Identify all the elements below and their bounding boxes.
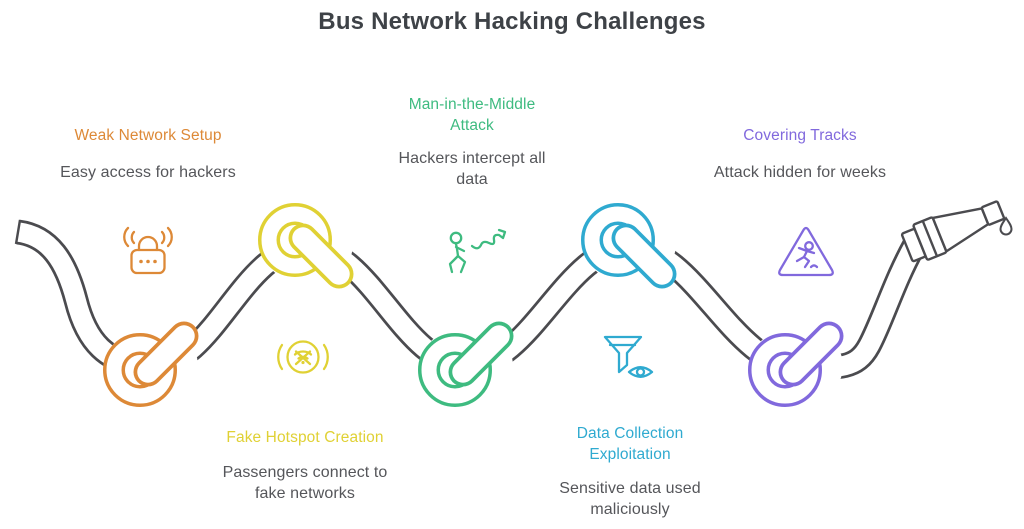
page-title: Bus Network Hacking Challenges: [318, 8, 706, 35]
wifi-lock-icon: [123, 226, 173, 275]
step-label-man-in-the-middle-attack: Man-in-the-Middle Attack: [408, 96, 536, 134]
fake-hotspot-icon: [277, 340, 329, 374]
step-desc-weak-network-setup: Easy access for hackers: [60, 164, 236, 181]
slip-warning-icon: [778, 226, 834, 277]
knot-data-collection: [581, 203, 677, 289]
knot-covering-tracks: [748, 321, 844, 407]
step-desc-fake-hotspot-creation: Passengers connect to fake networks: [222, 464, 388, 502]
knot-man-in-the-middle: [418, 321, 514, 407]
step-desc-data-collection-exploitation: Sensitive data used maliciously: [559, 480, 701, 518]
hose-open-end: [14, 219, 22, 245]
hose-nozzle-icon: [900, 200, 1006, 263]
data-funnel-eye-icon: [603, 335, 654, 378]
step-label-weak-network-setup: Weak Network Setup: [74, 127, 222, 144]
intercept-walker-icon: [448, 228, 507, 274]
step-label-covering-tracks: Covering Tracks: [743, 127, 857, 144]
step-desc-man-in-the-middle-attack: Hackers intercept all data: [398, 150, 546, 188]
step-label-fake-hotspot-creation: Fake Hotspot Creation: [226, 429, 384, 446]
step-desc-covering-tracks: Attack hidden for weeks: [713, 164, 887, 181]
step-label-data-collection-exploitation: Data Collection Exploitation: [576, 425, 684, 463]
water-drop-icon: [999, 216, 1013, 236]
knot-fake-hotspot: [258, 203, 354, 289]
knot-weak-network-setup: [103, 321, 199, 407]
